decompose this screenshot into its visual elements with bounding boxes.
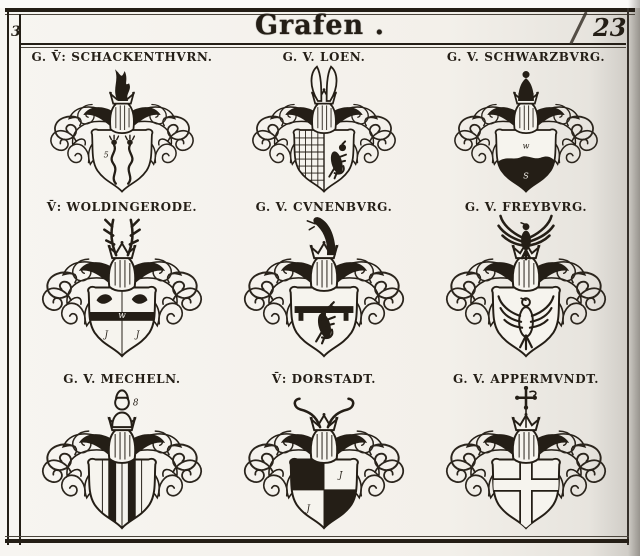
arms-cell-dorstadt: V̄: DORSTADT. J J [223,372,425,536]
arms-label: V̄: DORSTADT. [271,372,377,386]
arms-label: G. V. SCHWARZBVRG. [446,50,606,64]
arms-label: G. V. MECHELN. [63,372,181,386]
crowned-cap-crest-icon [517,70,535,102]
tincture-mark: J [305,504,311,514]
arms-label: G. V̄: SCHACKENTHVRN. [31,50,213,64]
header-divider-rule-thin [20,47,626,48]
frame-left-inner-rule [19,14,21,545]
eagle-displayed-crest-icon [497,214,555,261]
two-crowned-serpents-charge [108,134,136,185]
arms-cell-schwarzburg: G. V. SCHWARZBVRG. w S [425,50,627,200]
frame-bottom-rule [5,539,629,543]
lion-with-label-charge [294,301,354,345]
tincture-mark: S [523,171,529,180]
frame-top-rule-thin [5,14,635,15]
page-edge-shadow [628,0,640,556]
tincture-mark: J [134,330,140,340]
quarterly-with-fess-charge [88,287,156,357]
tincture-mark: w [523,141,530,150]
arms-cell-cunenburg: G. V. CVNENBVRG. [223,200,425,372]
helmet-icon [308,411,340,464]
coat-of-arms-woldingerode: w J J [24,218,220,358]
coat-of-arms-mecheln: 8 [24,389,220,530]
page-top-margin [0,0,640,8]
arms-label: G. V. CVNENBVRG. [255,200,393,214]
tincture-mark: 5 [104,150,109,159]
coat-of-arms-dorstadt: J J [226,397,422,530]
arms-label: V̄: WOLDINGERODE. [46,200,198,214]
tincture-mark: w [118,311,126,321]
arms-label: G. V. APPERMVNDT. [453,372,599,386]
shield [90,128,154,193]
coat-of-arms-loen [229,65,419,193]
frame-bottom-rule-thin [5,536,629,537]
coat-of-arms-schwarzburg: w S [431,70,621,193]
tincture-mark: J [337,471,343,481]
frame-top-rule [5,8,635,12]
page-title: Grafen . [254,10,385,41]
tincture-mark: J [103,330,109,340]
coat-of-arms-schackenthurn: 5 [27,68,217,193]
coat-of-arms-freyburg [428,214,624,358]
helmet-icon [106,239,138,292]
frame-right-rule [627,8,629,545]
coat-of-arms-cunenburg [226,216,422,358]
arms-cell-appermundt: G. V. APPERMVNDT. [425,372,627,536]
paly-stripes-charge [101,458,143,529]
arms-cell-freyburg: G. V. FREYBVRG. [425,200,627,372]
folio-mark: 3 [11,24,21,40]
arms-label: G. V. LOEN. [282,50,366,64]
arms-cell-mecheln: G. V. MECHELN. 8 [21,372,223,536]
arms-cell-schackenthurn: G. V̄: SCHACKENTHVRN. 5 [21,50,223,200]
cross-staff-crest-icon [513,386,539,429]
frame-left-rule [7,8,9,545]
arms-cell-woldingerode: V̄: WOLDINGERODE. w J J [21,200,223,372]
arms-grid: G. V̄: SCHACKENTHVRN. 5 [21,50,627,536]
tincture-mark: 8 [133,399,139,409]
arms-cell-loen: G. V. LOEN. [223,50,425,200]
arms-label: G. V. FREYBVRG. [464,200,588,214]
page-number: 23 [593,13,627,42]
eagle-displayed-charge [497,295,555,351]
man-bust-crest-icon [111,389,133,429]
header-divider-rule [20,43,626,45]
coat-of-arms-appermundt [428,386,624,530]
flaming-plume-crest-icon [114,68,131,102]
